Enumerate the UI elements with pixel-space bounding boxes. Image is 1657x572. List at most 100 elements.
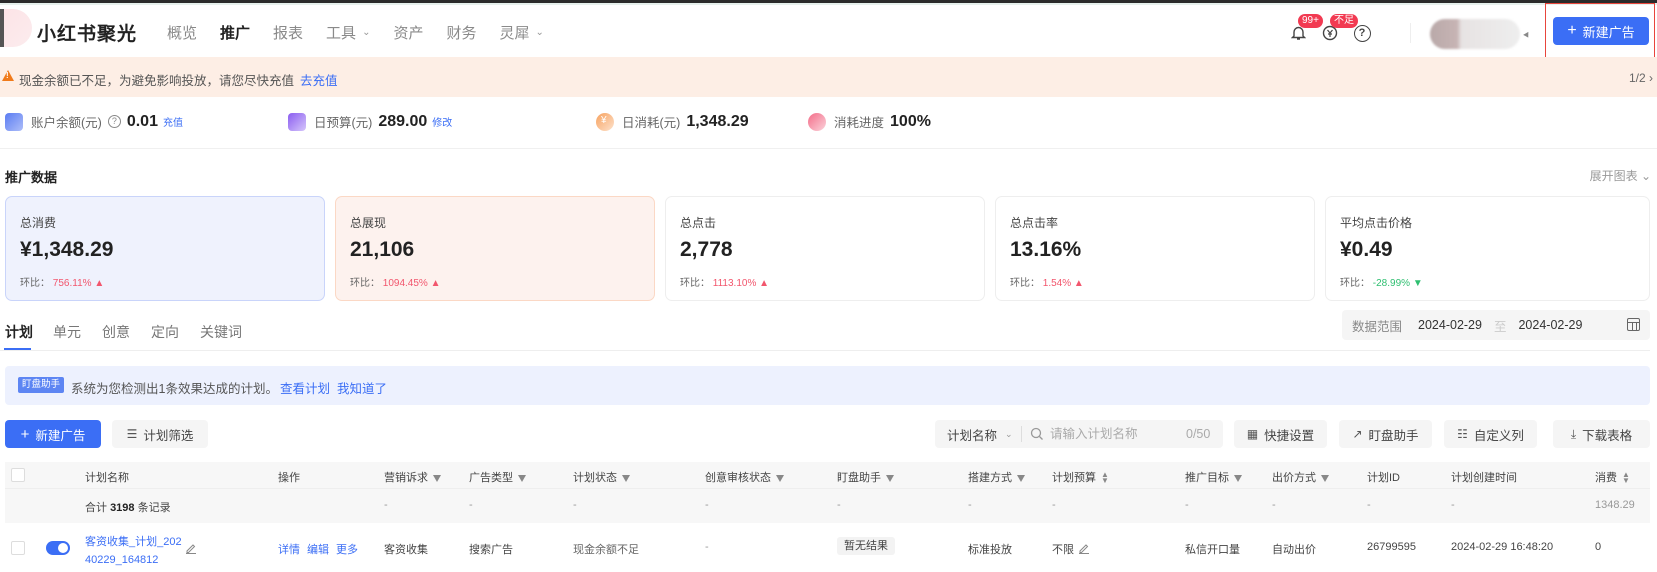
download-table-button[interactable]: ⤓ 下载表格 [1553, 420, 1650, 448]
nav-item-reports[interactable]: 报表 [273, 22, 303, 43]
summary-cell: - [705, 499, 709, 511]
col-label: 推广目标 [1185, 472, 1229, 484]
more-link[interactable]: 更多 [336, 544, 358, 556]
sort-icon[interactable]: ▲▼ [1101, 470, 1109, 485]
quick-settings-button[interactable]: ▦ 快捷设置 [1234, 420, 1327, 448]
help-button[interactable]: ? [1352, 23, 1372, 43]
app-logo-text[interactable]: 小红书聚光 [37, 24, 138, 45]
plus-icon: + [20, 425, 30, 443]
edit-link[interactable]: 编辑 [307, 544, 329, 556]
search-field-select[interactable]: 计划名称 ⌄ [947, 425, 1021, 444]
tab-plan[interactable]: 计划 [5, 324, 33, 340]
col-header-review[interactable]: 创意审核状态 [705, 469, 784, 485]
nav-item-overview[interactable]: 概览 [167, 22, 197, 43]
nav-item-assets[interactable]: 资产 [393, 22, 423, 43]
metric-card-avg-cpc[interactable]: 平均点击价格 ¥0.49 环比： -28.99% ▼ [1325, 196, 1650, 301]
summary-cell: - [1052, 499, 1056, 511]
edit-name-icon[interactable] [185, 542, 197, 554]
alert-pager[interactable]: 1/2 › [1628, 71, 1653, 85]
date-from[interactable]: 2024-02-29 [1418, 318, 1482, 332]
metric-card-ctr[interactable]: 总点击率 13.16% 环比： 1.54% ▲ [995, 196, 1315, 301]
tab-creative[interactable]: 创意 [102, 324, 130, 340]
nav-item-promotion[interactable]: 推广 [220, 22, 250, 43]
col-header-monitor[interactable]: 盯盘助手 [837, 469, 894, 485]
plan-enable-toggle[interactable] [46, 541, 70, 555]
plan-name-link[interactable]: 客资收集_计划_202 40229_164812 [85, 533, 185, 569]
card-value: ¥0.49 [1340, 238, 1393, 261]
modify-budget-button[interactable]: 修改 [432, 118, 453, 129]
finance-button[interactable]: 不足 [1320, 14, 1358, 43]
col-header-budget[interactable]: 计划预算▲▼ [1052, 469, 1109, 485]
table-summary-row: 合计 3198 条记录 - - - - - - - - - - - 1348.2… [5, 489, 1650, 523]
col-header-bid[interactable]: 出价方式 [1272, 469, 1329, 485]
notification-button[interactable]: 99+ [1288, 14, 1323, 43]
monitor-assistant-button[interactable]: ↗ 盯盘助手 [1339, 420, 1432, 448]
col-header-ad-type[interactable]: 广告类型 [469, 469, 526, 485]
user-avatar[interactable] [1430, 19, 1520, 49]
account-stats-row: 账户余额(元) ? 0.01 充值 日预算(元) 289.00 修改 日消耗(元… [0, 97, 1657, 149]
recharge-button[interactable]: 充值 [162, 118, 183, 129]
cell-budget: 不限 [1052, 541, 1074, 557]
question-icon[interactable]: ? [107, 115, 121, 128]
nav-item-lingxi[interactable]: 灵犀⌄ [499, 22, 543, 43]
metric-card-total-spend[interactable]: 总消费 ¥1,348.29 环比： 756.11% ▲ [5, 196, 325, 301]
cmp-label: 环比： [1340, 278, 1370, 289]
filter-icon[interactable] [776, 475, 784, 482]
cell-created: 2024-02-29 16:48:20 [1451, 541, 1554, 553]
summary-cell: - [1451, 499, 1455, 511]
tab-unit[interactable]: 单元 [53, 324, 81, 340]
stat-value: 0.01 [126, 112, 158, 130]
button-label: 新建广告 [1582, 24, 1635, 40]
col-header-build[interactable]: 搭建方式 [968, 469, 1025, 485]
filter-icon[interactable] [1321, 475, 1329, 482]
metric-card-clicks[interactable]: 总点击 2,778 环比： 1113.10% ▲ [665, 196, 985, 301]
helper-text: 系统为您检测出1条效果达成的计划。 [71, 382, 278, 396]
tab-keywords[interactable]: 关键词 [200, 324, 242, 340]
plan-name-search-input[interactable] [1050, 427, 1180, 441]
cmp-value: 1113.10% [712, 278, 757, 289]
plan-filter-button[interactable]: ☰ 计划筛选 [112, 420, 208, 448]
plan-name-line1: 客资收集_计划_202 [85, 536, 182, 548]
col-header-status[interactable]: 计划状态 [573, 469, 630, 485]
date-to[interactable]: 2024-02-29 [1518, 318, 1583, 332]
calendar-icon[interactable] [1627, 318, 1640, 331]
date-range-picker[interactable]: 数据范围 2024-02-29 至 2024-02-29 [1342, 310, 1650, 340]
filter-icon[interactable] [433, 475, 441, 482]
stat-label: 消耗进度 [834, 116, 885, 130]
col-header-spend[interactable]: 消费▲▼ [1595, 469, 1630, 485]
top-header: 小红书聚光 概览 推广 报表 工具⌄ 资产 财务 灵犀⌄ 99+ 不足 ? [0, 5, 1657, 57]
filter-icon[interactable] [886, 475, 894, 482]
filter-icon[interactable] [518, 475, 526, 482]
card-value: 21,106 [350, 238, 415, 261]
header-new-ad-button[interactable]: + 新建广告 [1553, 17, 1649, 45]
stat-label: 账户余额(元) [31, 116, 102, 130]
sort-icon[interactable]: ▲▼ [1622, 470, 1630, 485]
new-ad-button[interactable]: + 新建广告 [5, 420, 101, 448]
row-operations: 详情编辑更多 [278, 541, 365, 557]
cmp-label: 环比： [350, 278, 380, 289]
nav-label: 资产 [393, 25, 424, 42]
view-plan-link[interactable]: 查看计划 [280, 382, 331, 396]
summary-total: 合计 3198 条记录 [85, 499, 171, 515]
details-link[interactable]: 详情 [278, 544, 300, 556]
filter-icon[interactable] [622, 475, 630, 482]
col-header-name[interactable]: 计划名称 [85, 469, 129, 485]
select-all-checkbox[interactable] [11, 468, 25, 482]
nav-item-finance[interactable]: 财务 [446, 22, 476, 43]
metric-card-impressions[interactable]: 总展现 21,106 环比： 1094.45% ▲ [335, 196, 655, 301]
nav-item-tools[interactable]: 工具⌄ [326, 22, 370, 43]
expand-chart-button[interactable]: 展开图表 ⌄ [1589, 169, 1651, 183]
window-top-border [0, 0, 1657, 3]
col-header-goal[interactable]: 推广目标 [1185, 469, 1242, 485]
tab-targeting[interactable]: 定向 [151, 324, 179, 340]
filter-icon[interactable] [1017, 475, 1025, 482]
recharge-link[interactable]: 去充值 [300, 74, 338, 88]
edit-budget-icon[interactable] [1078, 542, 1090, 554]
cell-marketing: 客资收集 [384, 544, 428, 556]
col-header-marketing[interactable]: 营销诉求 [384, 469, 441, 485]
acknowledge-link[interactable]: 我知道了 [337, 382, 388, 396]
stat-value: 100% [890, 112, 931, 130]
row-checkbox[interactable] [11, 541, 25, 555]
filter-icon[interactable] [1234, 475, 1242, 482]
custom-columns-button[interactable]: ☷ 自定义列 [1444, 420, 1537, 448]
